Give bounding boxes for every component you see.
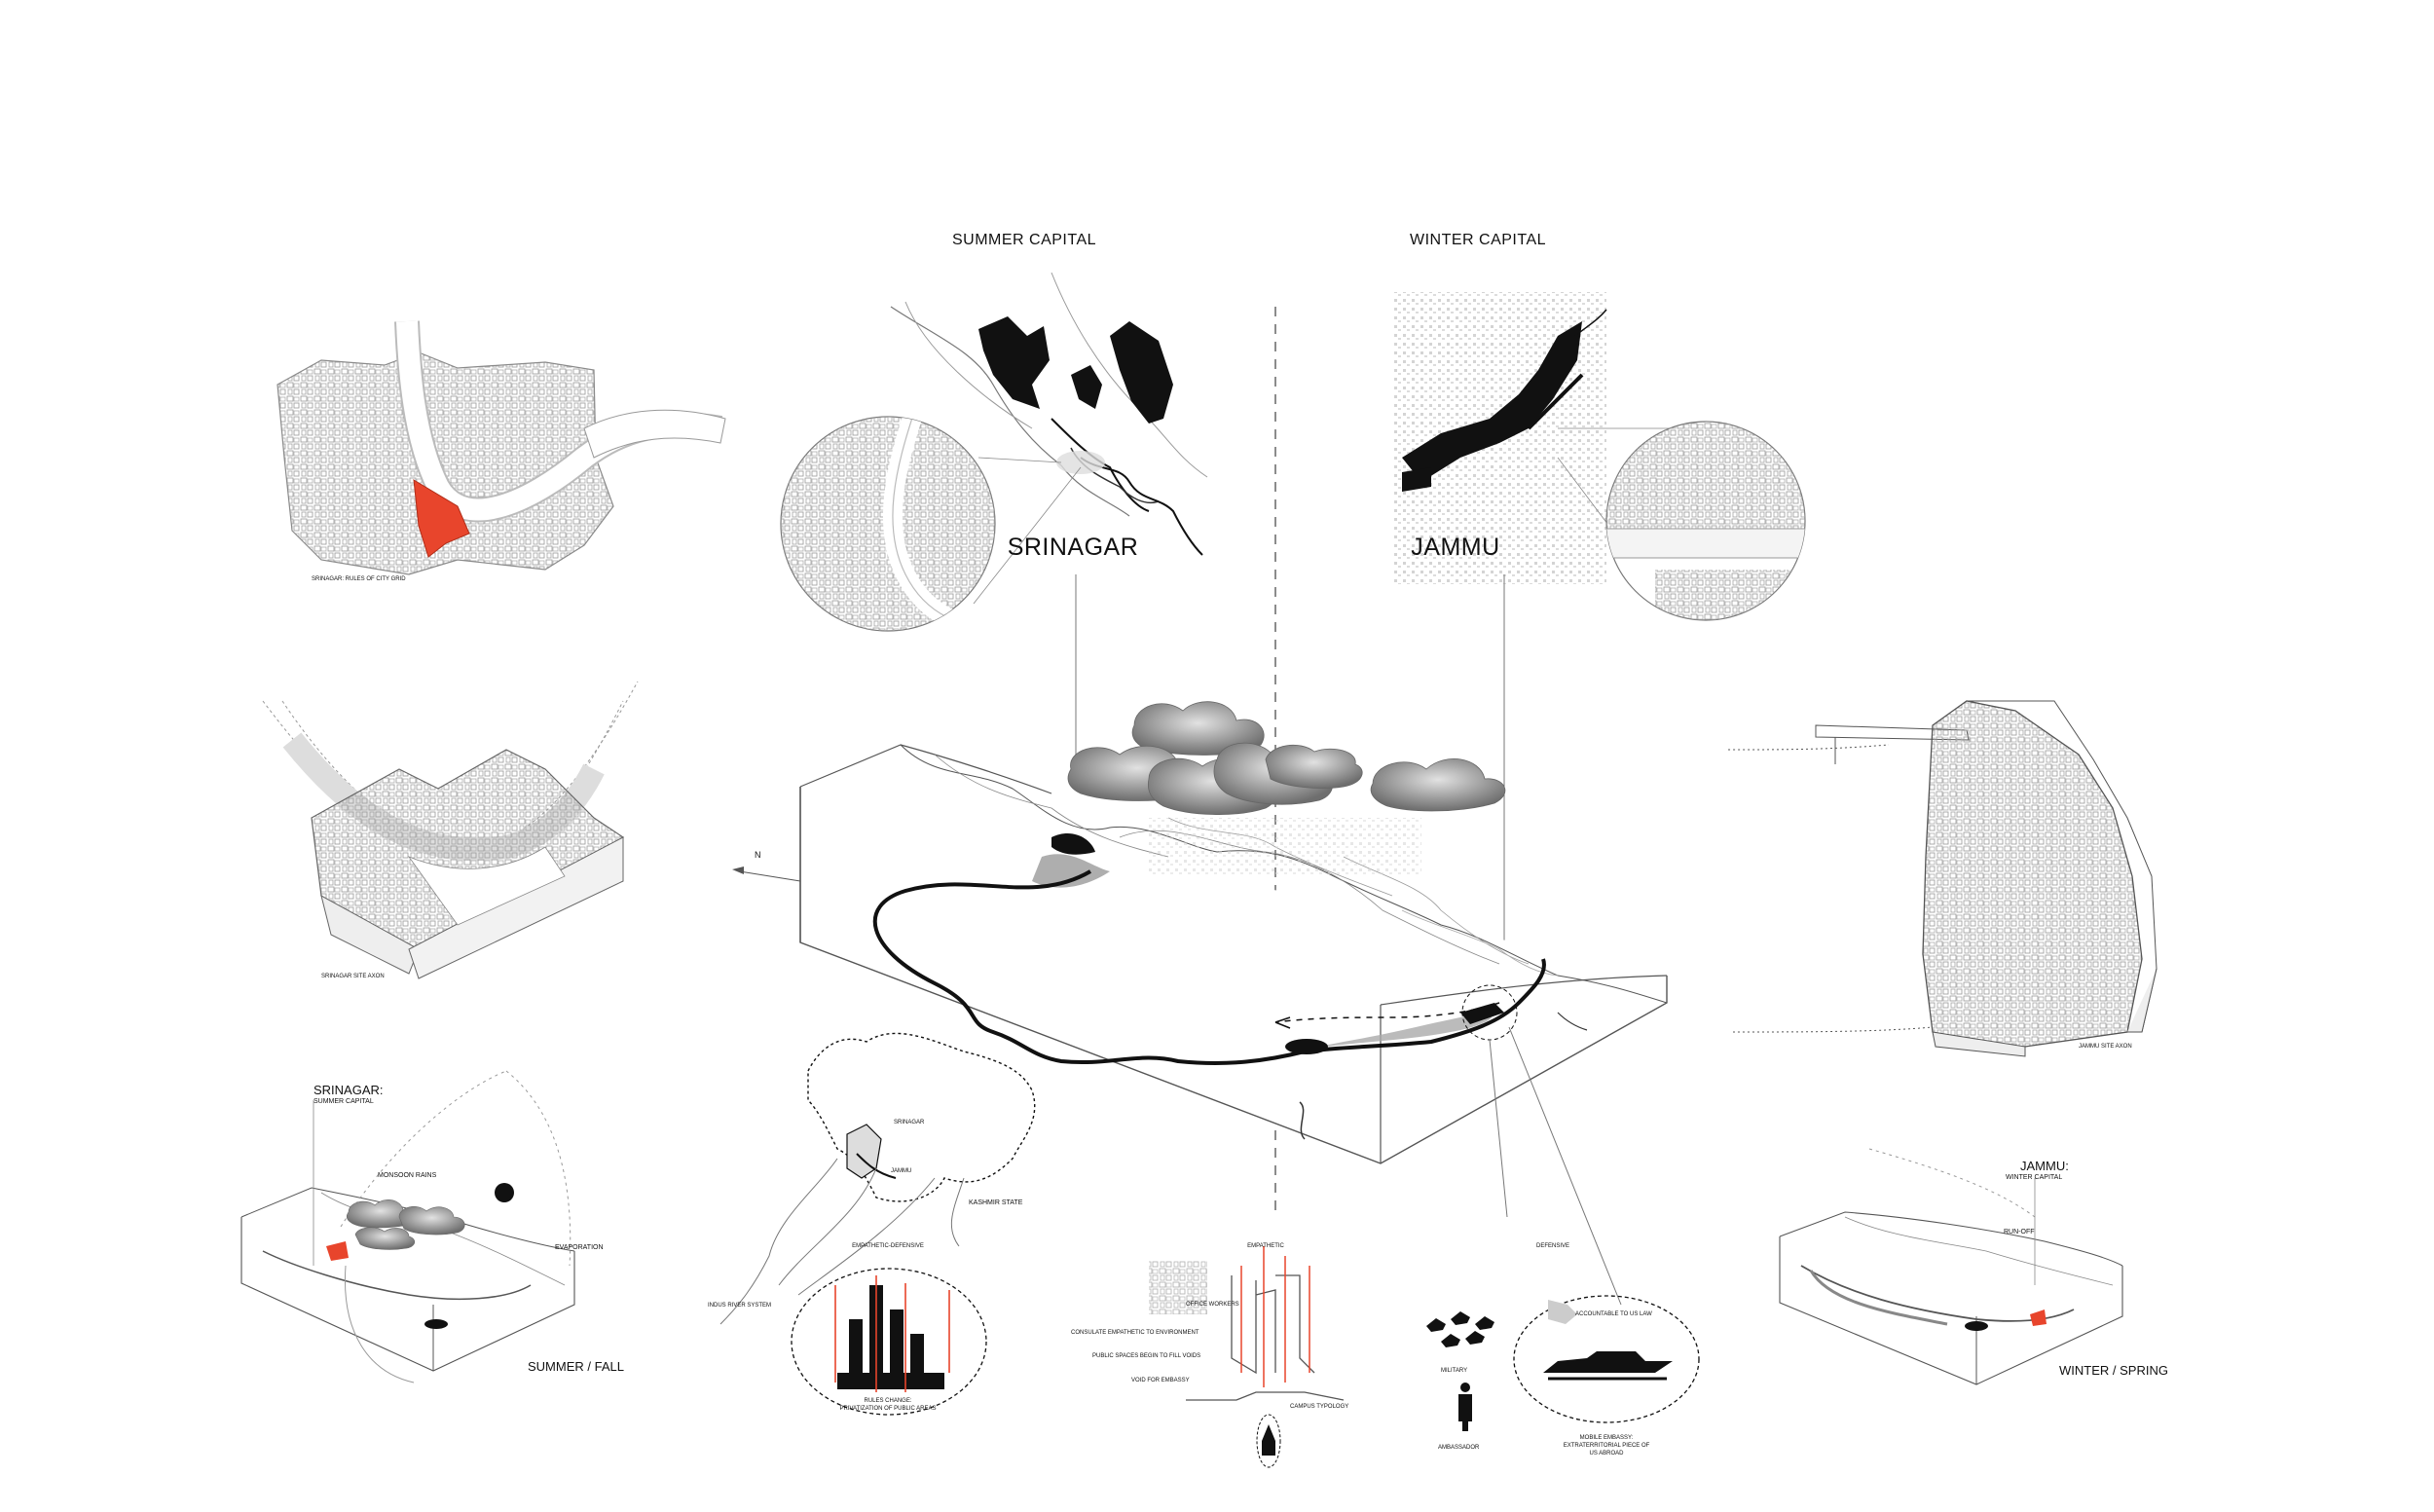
boat-icon <box>1285 1039 1328 1054</box>
ambassador-label: AMBASSADOR <box>1438 1445 1480 1451</box>
public-spaces-label: PUBLIC SPACES BEGIN TO FILL VOIDS <box>1092 1353 1201 1359</box>
rules-change-label: RULES CHANGE: <box>864 1398 912 1404</box>
filled-circle-icon <box>495 1183 514 1202</box>
us-abroad-label: US ABROAD <box>1589 1451 1624 1457</box>
srinagar-site-axon <box>262 681 639 979</box>
accountable-label: ACCOUNTABLE TO US LAW <box>1575 1311 1652 1317</box>
terrain-block-axon <box>732 701 1668 1306</box>
jammu-site-axon <box>1727 700 2157 1057</box>
north-label: N <box>755 850 761 860</box>
jammu-season-subtitle: WINTER CAPITAL <box>2006 1174 2063 1181</box>
jammu-zoom-circle <box>1605 421 1806 621</box>
extraterritorial-label: EXTRATERRITORIAL PIECE OF <box>1563 1443 1650 1449</box>
campus-typology-label: CAMPUS TYPOLOGY <box>1290 1404 1349 1410</box>
north-arrow-line <box>739 870 801 882</box>
jammu-season-title: JAMMU: <box>2020 1159 2069 1173</box>
empathetic-defensive-label: EMPATHETIC-DEFENSIVE <box>852 1243 924 1249</box>
srinagar-grid-caption: SRINAGAR: RULES OF CITY GRID <box>312 576 406 582</box>
srinagar-regional-map <box>890 272 1208 605</box>
summer-season-diagram <box>240 1070 575 1383</box>
cloud-icon <box>1067 701 1506 815</box>
empathetic-defensive-diagram <box>791 1268 987 1416</box>
selected-site-area <box>413 479 470 558</box>
srinagar-zoom-circle <box>780 416 996 632</box>
winter-spring-label: WINTER / SPRING <box>2059 1363 2168 1378</box>
privatization-label: PRIVATIZATION OF PUBLIC AREAS <box>839 1406 937 1412</box>
winter-capital-label: WINTER CAPITAL <box>1409 232 1547 248</box>
srinagar-season-subtitle: SUMMER CAPITAL <box>313 1098 374 1105</box>
military-label: MILITARY <box>1441 1368 1468 1374</box>
defensive-diagram <box>1426 1295 1700 1431</box>
void-label: VOID FOR EMBASSY <box>1131 1378 1190 1383</box>
jammu-site-caption: JAMMU SITE AXON <box>2079 1044 2132 1050</box>
jammu-title: JAMMU <box>1411 534 1500 561</box>
indus-river-label: INDUS RIVER SYSTEM <box>708 1303 772 1309</box>
winter-season-diagram <box>1779 1148 2123 1385</box>
ambassador-figure <box>1458 1383 1472 1431</box>
summer-fall-label: SUMMER / FALL <box>528 1359 624 1374</box>
jammu-regional-map <box>1392 292 1676 614</box>
kashmir-state-label: KASHMIR STATE <box>969 1199 1023 1206</box>
evaporation-label: EVAPORATION <box>555 1244 604 1251</box>
wular-lake-shape <box>1110 321 1173 424</box>
consulate-label: CONSULATE EMPATHETIC TO ENVIRONMENT <box>1071 1330 1199 1336</box>
summer-capital-label: SUMMER CAPITAL <box>951 232 1097 248</box>
srinagar-site-caption: SRINAGAR SITE AXON <box>321 974 385 979</box>
srinagar-season-title: SRINAGAR: <box>313 1083 384 1097</box>
jhelum-river-line <box>872 869 1546 1065</box>
dal-lake-shape <box>978 316 1050 409</box>
military-figures <box>1426 1311 1494 1347</box>
empathetic-label: EMPATHETIC <box>1247 1243 1284 1249</box>
srinagar-title: SRINAGAR <box>1007 534 1139 561</box>
arrow-left-icon <box>732 867 744 874</box>
office-workers-label: OFFICE WORKERS <box>1186 1302 1239 1308</box>
monsoon-label: MONSOON RAINS <box>378 1172 437 1179</box>
mobile-embassy-label: MOBILE EMBASSY: <box>1579 1435 1634 1441</box>
srinagar-city-grid-map <box>277 320 726 575</box>
runoff-label: RUN-OFF <box>2004 1229 2035 1235</box>
kashmir-srinagar-label: SRINAGAR <box>894 1120 925 1125</box>
kashmir-state-map <box>719 1032 1036 1325</box>
empathetic-diagram <box>1149 1246 1345 1468</box>
kashmir-jammu-label: JAMMU <box>891 1168 912 1174</box>
defensive-label: DEFENSIVE <box>1535 1243 1570 1249</box>
